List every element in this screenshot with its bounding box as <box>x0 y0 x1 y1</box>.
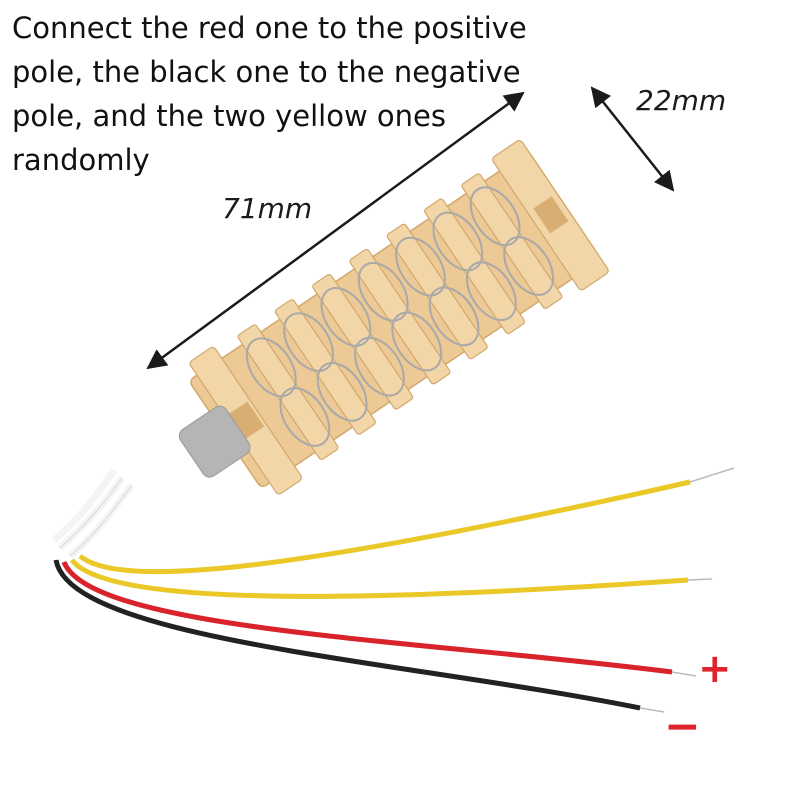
instruction-caption: Connect the red one to the positive pole… <box>12 6 572 182</box>
width-dimension-arrow <box>590 86 675 192</box>
red-wire <box>61 560 673 675</box>
width-dimension-label: 22mm <box>636 84 727 117</box>
black-wire <box>53 559 641 711</box>
caption-line-3: pole, and the two yellow ones <box>12 99 446 133</box>
yellow-wire-2 <box>70 558 689 599</box>
positive-pole-sign: + <box>698 646 732 692</box>
caption-line-4: randomly <box>12 143 150 177</box>
caption-line-2: pole, the black one to the negative <box>12 55 521 89</box>
insulation-sleeve <box>178 405 251 478</box>
length-dimension-label: 71mm <box>222 192 313 225</box>
ceramic-core <box>178 139 609 495</box>
length-dimension-arrow <box>146 91 525 370</box>
yellow-wire-1 <box>78 479 691 575</box>
negative-pole-sign: − <box>664 701 701 752</box>
caption-line-1: Connect the red one to the positive <box>12 11 527 45</box>
